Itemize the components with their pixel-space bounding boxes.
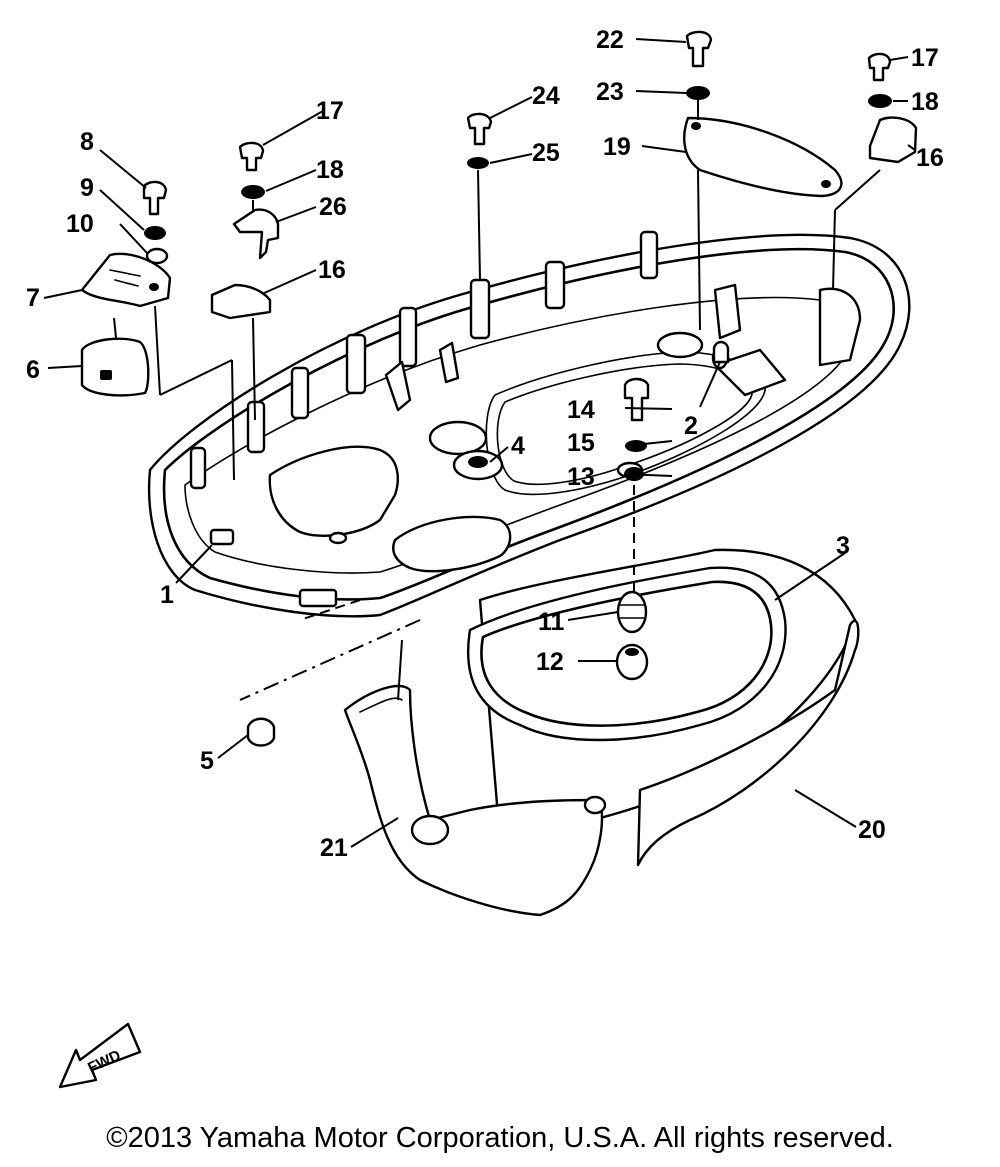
callout-25: 25 [532, 139, 560, 167]
copyright-notice: ©2013 Yamaha Motor Corporation, U.S.A. A… [106, 1122, 894, 1154]
callout-18-right-label: 18 [911, 88, 939, 116]
callout-5: 5 [200, 747, 214, 775]
callout-17-right: 17 [911, 44, 939, 72]
small-parts [80, 30, 918, 747]
bottom-cowling-exploded-diagram: 22 23 19 17 18 18 16 24 25 17 18 26 16 8… [26, 26, 944, 1089]
callout-9: 9 [80, 174, 94, 202]
callout-24: 24 [532, 82, 560, 110]
forward-direction-arrow: FWD [58, 1022, 142, 1089]
callout-11: 11 [538, 608, 565, 636]
callout-7: 7 [26, 284, 40, 312]
callout-13: 13 [567, 463, 595, 491]
callout-labels: 22 23 19 17 18 18 16 24 25 17 18 26 16 8… [26, 26, 944, 862]
callout-4: 4 [511, 432, 525, 460]
callout-26: 26 [319, 193, 347, 221]
callout-12: 12 [536, 648, 564, 676]
callout-16-left: 16 [318, 256, 346, 284]
callout-20: 20 [858, 816, 886, 844]
callout-19: 19 [603, 133, 631, 161]
bottom-cowling-part [147, 230, 911, 618]
callout-10: 10 [66, 210, 94, 238]
callout-22: 22 [596, 26, 624, 54]
callout-14: 14 [567, 396, 595, 424]
callout-21: 21 [320, 834, 348, 862]
callout-6: 6 [26, 356, 40, 384]
callout-1: 1 [160, 581, 174, 609]
callout-15: 15 [567, 429, 595, 457]
callout-2: 2 [684, 412, 698, 440]
front-lower-cover-part [343, 684, 607, 917]
lower-pan-part [466, 548, 860, 867]
callout-3: 3 [836, 532, 850, 560]
callout-18-left: 18 [316, 156, 344, 184]
callout-8: 8 [80, 128, 94, 156]
callout-23: 23 [596, 78, 624, 106]
leader-lines [43, 38, 916, 848]
callout-16-right: 16 [916, 144, 944, 172]
callout-17-left: 17 [316, 97, 344, 125]
